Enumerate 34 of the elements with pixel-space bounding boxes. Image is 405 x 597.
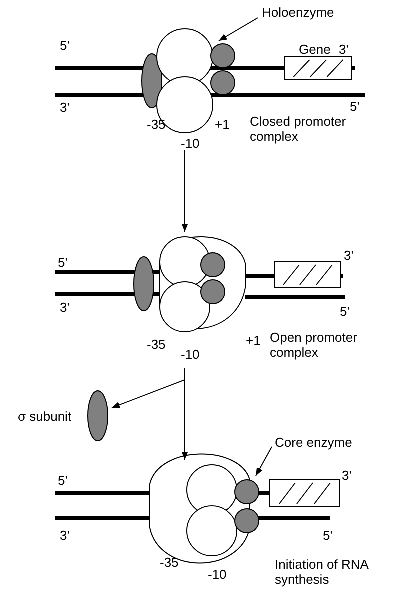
prime-label: 3' <box>339 42 349 57</box>
position-label: -35 <box>147 337 166 352</box>
prime-label: 5' <box>323 528 333 543</box>
prime-label: 5' <box>58 473 68 488</box>
node-label: Closed promoter complex <box>250 114 348 144</box>
prime-label: 3' <box>60 528 70 543</box>
position-label: +1 <box>246 333 261 348</box>
node-label: σ subunit <box>18 409 72 424</box>
arrow <box>182 368 188 460</box>
callout-text: Holoenzyme <box>262 5 334 20</box>
position-label: -35 <box>160 555 179 570</box>
position-label: -10 <box>208 567 227 582</box>
prime-label: 3' <box>60 100 70 115</box>
position-label: -10 <box>181 136 200 151</box>
node-label: Open promoter complex <box>270 330 358 360</box>
prime-label: 3' <box>60 300 70 315</box>
leader-line <box>256 446 272 476</box>
leader-line <box>218 18 258 42</box>
promoter-complex-drawing <box>55 28 365 134</box>
node-label: Initiation of RNA synthesis <box>275 557 370 587</box>
prime-label: 5' <box>58 255 68 270</box>
gene-label: Gene <box>299 42 331 57</box>
arrow <box>112 380 186 408</box>
sigma-subunit-drawing <box>88 390 108 442</box>
prime-label: 3' <box>344 248 354 263</box>
prime-label: 5' <box>340 304 350 319</box>
prime-label: 3' <box>342 468 352 483</box>
position-label: -35 <box>147 117 166 132</box>
arrow <box>182 150 188 232</box>
position-label: +1 <box>215 117 230 132</box>
position-label: -10 <box>181 347 200 362</box>
callout-text: Core enzyme <box>275 435 352 450</box>
prime-label: 5' <box>60 38 70 53</box>
prime-label: 5' <box>350 99 360 114</box>
